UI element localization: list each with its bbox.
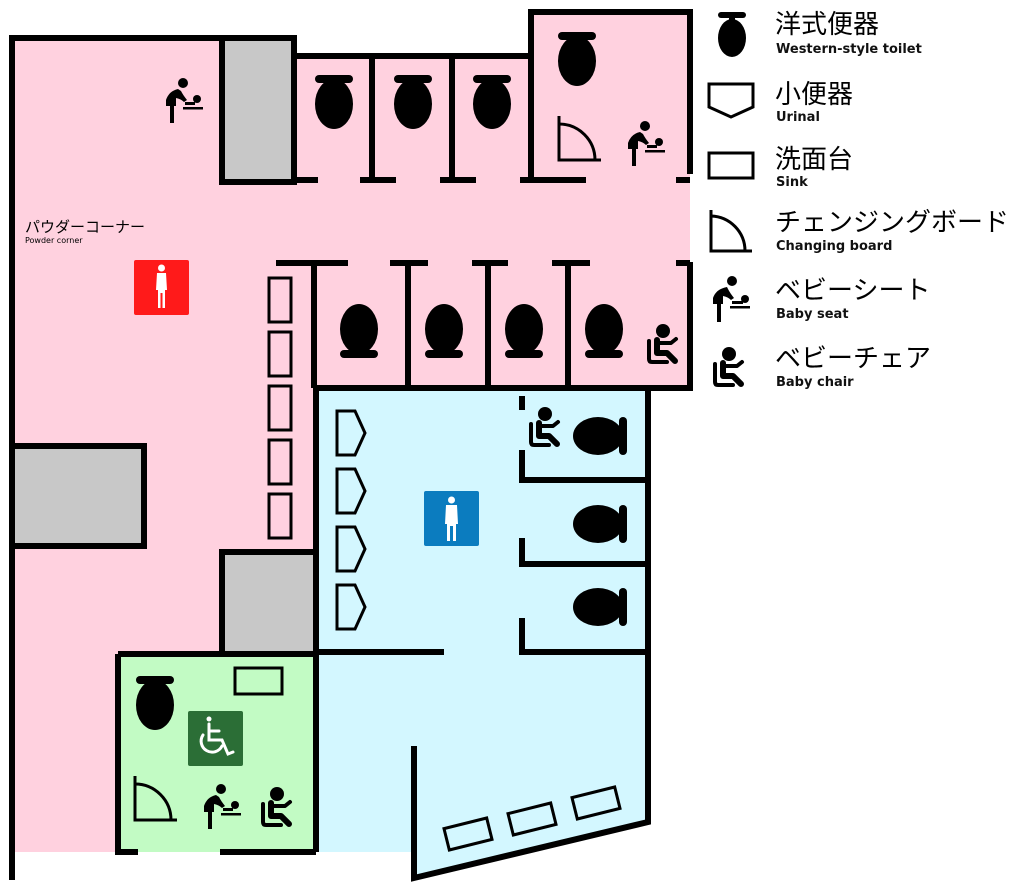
legend: 洋式便器 Western-style toilet 小便器 Urinal 洗面台… bbox=[700, 0, 1024, 400]
legend-label-en: Baby seat bbox=[776, 307, 849, 322]
sink-icon bbox=[506, 801, 558, 837]
legend-label-en: Baby chair bbox=[776, 375, 854, 390]
pillar-left bbox=[9, 443, 147, 549]
legend-label-en: Western-style toilet bbox=[776, 42, 922, 57]
legend-label-en: Sink bbox=[776, 175, 808, 190]
legend-label-en: Changing board bbox=[776, 239, 893, 254]
pillars bbox=[9, 35, 319, 657]
baby-seat-icon bbox=[713, 276, 750, 322]
western-toilet-icon bbox=[718, 12, 746, 57]
powder-corner-label: パウダーコーナー Powder corner bbox=[25, 218, 145, 246]
female-figure-icon bbox=[156, 264, 167, 308]
wheelchair-icon bbox=[199, 716, 235, 756]
legend-label-en: Urinal bbox=[776, 110, 820, 125]
sink-icon bbox=[233, 666, 284, 696]
legend-label-jp: 小便器 bbox=[775, 80, 854, 110]
accessible-fixtures bbox=[133, 666, 290, 829]
pillar-bottom bbox=[219, 549, 319, 657]
sink-icon bbox=[707, 151, 755, 180]
changing-board-icon bbox=[709, 210, 752, 253]
pillar-top bbox=[219, 35, 297, 185]
powder-corner-label-jp: パウダーコーナー bbox=[25, 218, 146, 236]
sink-icon bbox=[570, 785, 622, 821]
womens-area bbox=[12, 12, 690, 852]
male-figure-icon bbox=[445, 496, 458, 541]
legend-label-jp: 洗面台 bbox=[775, 145, 854, 175]
urinal-icon bbox=[707, 82, 755, 119]
legend-label-jp: ベビーシート bbox=[775, 276, 931, 306]
legend-label-jp: ベビーチェア bbox=[775, 344, 932, 374]
baby-chair-icon bbox=[713, 347, 744, 387]
powder-corner-label-en: Powder corner bbox=[25, 236, 83, 245]
mens-sign bbox=[424, 491, 479, 546]
accessible-sign bbox=[188, 711, 243, 766]
sink-icon bbox=[442, 816, 494, 852]
mens-area bbox=[316, 388, 648, 878]
walls bbox=[9, 9, 693, 882]
mens-sinks bbox=[442, 785, 622, 852]
legend-label-jp: チェンジングボード bbox=[775, 208, 1010, 238]
legend-label-jp: 洋式便器 bbox=[775, 10, 880, 40]
womens-sign bbox=[134, 260, 189, 315]
